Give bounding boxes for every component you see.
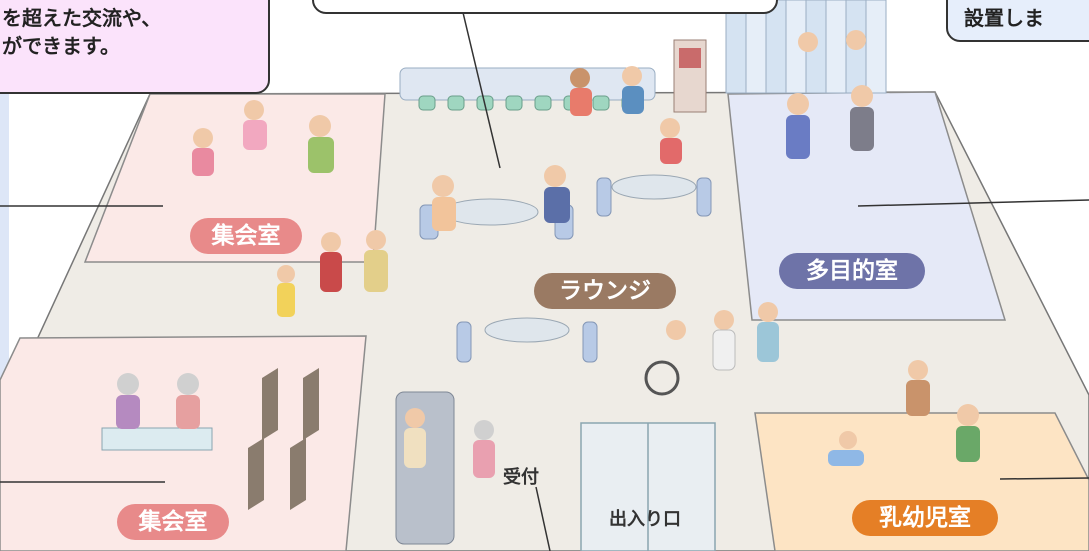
callout-left-line1: を超えた交流や、 [2,6,162,30]
entrance-label: 出入り口 [609,509,681,530]
lounge-label: ラウンジ [534,273,676,309]
callout-center [312,0,778,14]
meeting-table [101,427,213,451]
window-panel [765,0,787,94]
multipurpose-room-label: 多目的室 [779,253,925,289]
window-panel [825,0,847,94]
window-panel [865,0,887,94]
callout-right: 設置しま [946,0,1089,42]
people-illustrations [116,30,980,478]
left-edge-strip [0,92,9,551]
reception-counter [395,391,455,545]
vending-machine-display [679,48,701,68]
nursery-room-label: 乳幼児室 [852,500,998,536]
lounge-chairs [419,177,712,363]
meeting-room-bottom-label: 集会室 [117,504,229,540]
reception-label: 受付 [503,467,539,488]
nursery-room-floor [754,412,1089,551]
callout-left-line2: ができます。 [2,34,120,58]
meeting-room-top-label: 集会室 [190,218,302,254]
lounge-table [441,198,539,226]
lounge-table [611,174,697,200]
lounge-counter [399,67,656,101]
lounge-table [484,317,570,343]
stacked-tables [248,368,319,510]
callout-left: を超えた交流や、 ができます。 [0,0,270,94]
